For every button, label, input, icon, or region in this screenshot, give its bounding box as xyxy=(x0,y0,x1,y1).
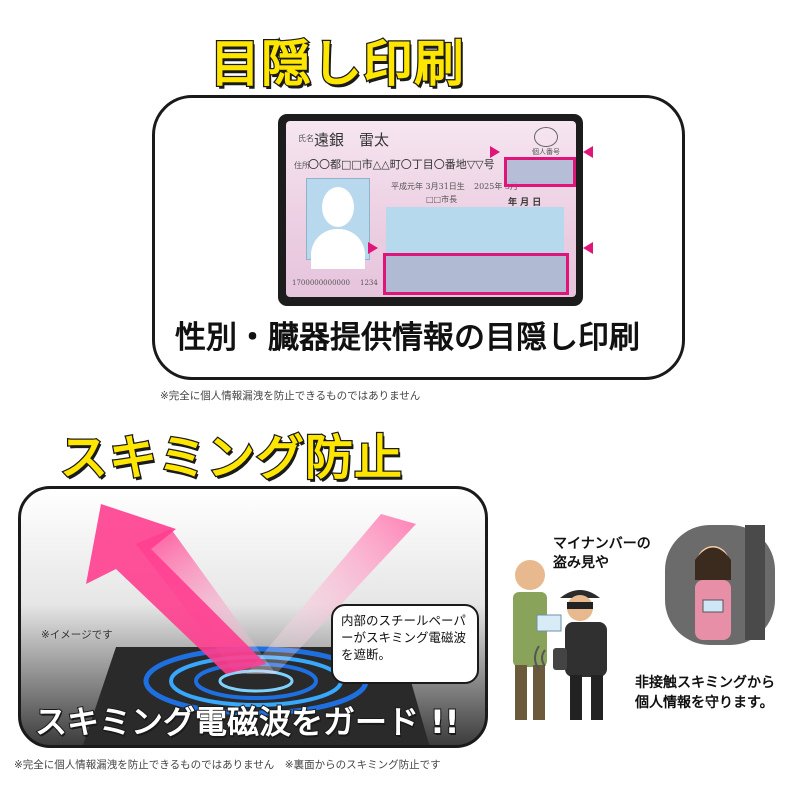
disclaimer-note: ※完全に個人情報漏洩を防止できるものではありません xyxy=(160,390,421,402)
mask-marker-icon xyxy=(583,146,593,158)
standing-man-figure xyxy=(513,560,547,720)
gender-mask-box xyxy=(383,253,569,295)
card-photo xyxy=(306,178,370,269)
reflected-wave-beam xyxy=(246,514,416,674)
id-mask-box xyxy=(504,157,576,187)
card-name: 遠銀 雷太 xyxy=(314,131,390,149)
card-pocket-icon xyxy=(536,614,562,632)
protect-label-line: 非接触スキミングから xyxy=(635,675,775,691)
peek-label-line: マイナンバーの xyxy=(553,536,651,552)
card-address-label: 住所 xyxy=(294,161,310,170)
card-info-field xyxy=(386,207,564,253)
card-seal-label: 個人番号 xyxy=(532,148,560,156)
person-body-shape xyxy=(311,229,365,269)
mask-print-caption: 性別・臓器提供情報の目隠し印刷 xyxy=(175,320,640,356)
skimming-prevention-heading: スキミング防止 xyxy=(59,429,404,488)
card-seal-icon xyxy=(534,127,558,147)
peeking-woman-figure xyxy=(665,525,775,645)
protect-label: 非接触スキミングから 個人情報を守ります。 xyxy=(635,673,775,713)
image-note: ※イメージです xyxy=(41,629,113,641)
incoming-wave-beam xyxy=(136,529,276,674)
signal-waves-icon xyxy=(534,645,546,671)
card-date: 年 月 日 xyxy=(508,198,542,208)
skimming-panel: ※イメージです 内部のスチールペーパーがスキミング電磁波を遮断。 スキミング電磁… xyxy=(18,486,488,748)
peek-label-line: 盗み見や xyxy=(553,555,609,571)
mask-print-heading: 目隠し印刷 xyxy=(209,34,466,95)
steel-paper-text: 内部のスチールペーパーがスキミング電磁波を遮断。 xyxy=(341,613,467,662)
protect-label-line: 個人情報を守ります。 xyxy=(635,695,774,711)
card-number: 1700000000000 xyxy=(292,279,350,287)
guard-headline: スキミング電磁波をガード !! xyxy=(34,702,460,742)
person-silhouette-icon xyxy=(322,187,354,227)
bottom-disclaimer-note: ※完全に個人情報漏洩を防止できるものではありません ※裏面からのスキミング防止で… xyxy=(14,759,441,771)
mask-marker-icon xyxy=(490,146,500,158)
card-city: □□市長 xyxy=(426,195,458,204)
card-address: 〇〇都□□市△△町〇丁目〇番地▽▽号 xyxy=(308,158,495,171)
steel-paper-bubble: 内部のスチールペーパーがスキミング電磁波を遮断。 xyxy=(331,604,479,684)
peek-label: マイナンバーの 盗み見や xyxy=(553,535,651,573)
card-birth-date: 平成元年 3月31日生 xyxy=(391,182,465,191)
mask-marker-icon xyxy=(583,242,593,254)
reflect-arrow-icon xyxy=(86,504,266,674)
skimming-scene-illustration xyxy=(513,525,775,720)
card-sub-number: 1234 xyxy=(360,279,378,287)
card-expiry: 2025年 3月 xyxy=(474,182,518,191)
mask-marker-icon xyxy=(368,242,378,254)
card-name-label: 氏名 xyxy=(298,134,314,143)
skimming-thief-figure xyxy=(553,590,607,720)
